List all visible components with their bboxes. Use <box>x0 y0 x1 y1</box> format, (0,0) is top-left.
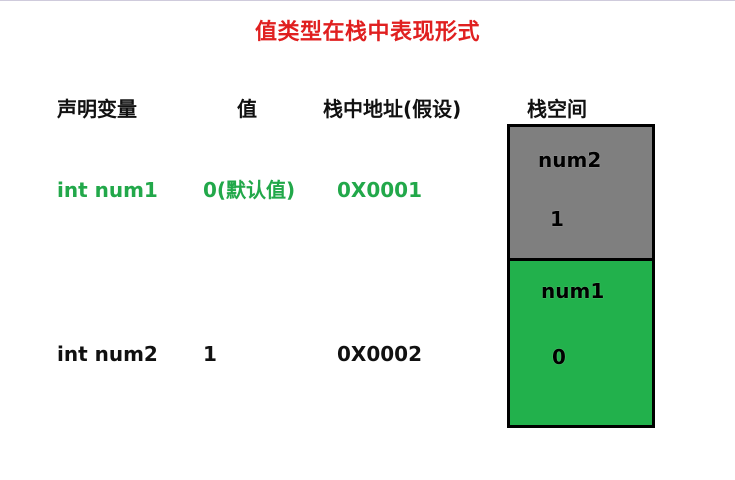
row-num1-declaration: int num1 <box>57 178 158 202</box>
row-num2-value: 1 <box>203 342 217 366</box>
stack-slot-num1: num1 0 <box>510 261 652 425</box>
stack-slot-num2-value: 1 <box>550 207 564 231</box>
row-num2-address: 0X0002 <box>337 342 422 366</box>
diagram-title: 值类型在栈中表现形式 <box>254 20 480 45</box>
stack-slot-num2: num2 1 <box>510 127 652 258</box>
row-num1-value: 0(默认值) <box>203 178 296 202</box>
header-value: 值 <box>237 97 257 121</box>
top-border-line <box>0 0 735 1</box>
row-num2-declaration: int num2 <box>57 342 158 366</box>
stack-slot-num2-name: num2 <box>538 148 602 172</box>
header-declaration: 声明变量 <box>57 97 137 121</box>
header-stack-space: 栈空间 <box>527 97 587 121</box>
stack-slot-num1-value: 0 <box>552 345 566 369</box>
header-address: 栈中地址(假设) <box>323 97 462 121</box>
stack-space-box: num2 1 num1 0 <box>507 124 655 428</box>
row-num1-address: 0X0001 <box>337 178 422 202</box>
stack-slot-num1-name: num1 <box>541 279 605 303</box>
